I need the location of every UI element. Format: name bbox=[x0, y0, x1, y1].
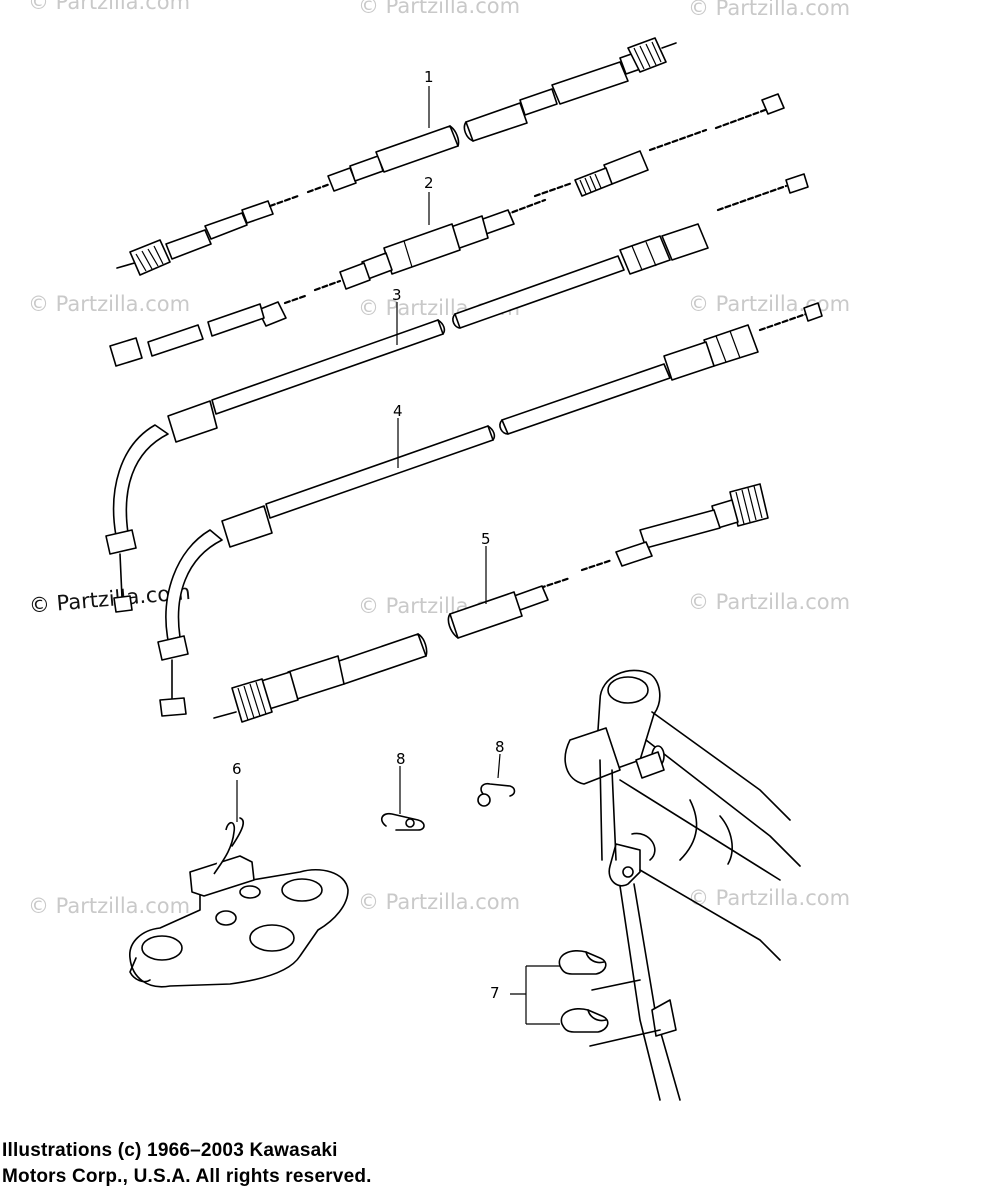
diagram-drawing bbox=[105, 37, 823, 1101]
callout-5: 5 bbox=[481, 530, 491, 548]
copyright-line-1: Illustrations (c) 1966–2003 Kawasaki bbox=[2, 1140, 338, 1161]
watermark: © Partzilla.com bbox=[688, 590, 851, 614]
callout-leaders bbox=[236, 86, 560, 1025]
callout-8-right: 8 bbox=[495, 738, 505, 756]
part-7-clamps bbox=[558, 950, 609, 1033]
watermark: © Partzilla.com bbox=[358, 0, 521, 18]
callout-1: 1 bbox=[424, 68, 434, 86]
watermark: © Partzilla.com bbox=[28, 894, 191, 918]
part-6-triple-clamp bbox=[129, 817, 349, 988]
watermark: © Partzilla.com bbox=[28, 0, 191, 14]
watermark: © Partzilla.com bbox=[688, 886, 851, 910]
watermark: © Partzilla.com bbox=[358, 890, 521, 914]
callout-3: 3 bbox=[392, 286, 402, 304]
callout-4: 4 bbox=[393, 402, 403, 420]
copyright-line-2: Motors Corp., U.S.A. All rights reserved… bbox=[2, 1166, 372, 1187]
watermark: © Partzilla.com bbox=[688, 292, 851, 316]
callout-2: 2 bbox=[424, 174, 434, 192]
motorcycle-frame bbox=[564, 669, 801, 1101]
callout-7: 7 bbox=[490, 984, 500, 1002]
watermark: © Partzilla.com bbox=[688, 0, 851, 20]
cable-3-throttle bbox=[105, 173, 809, 613]
cable-4-throttle bbox=[157, 302, 823, 717]
cable-5-tachometer bbox=[213, 483, 769, 723]
watermark: © Partzilla.com bbox=[28, 292, 191, 316]
cable-1-speedometer bbox=[116, 37, 677, 276]
cable-2 bbox=[109, 93, 785, 367]
callout-8-left: 8 bbox=[396, 750, 406, 768]
part-8-clips bbox=[380, 782, 516, 831]
callout-6: 6 bbox=[232, 760, 242, 778]
